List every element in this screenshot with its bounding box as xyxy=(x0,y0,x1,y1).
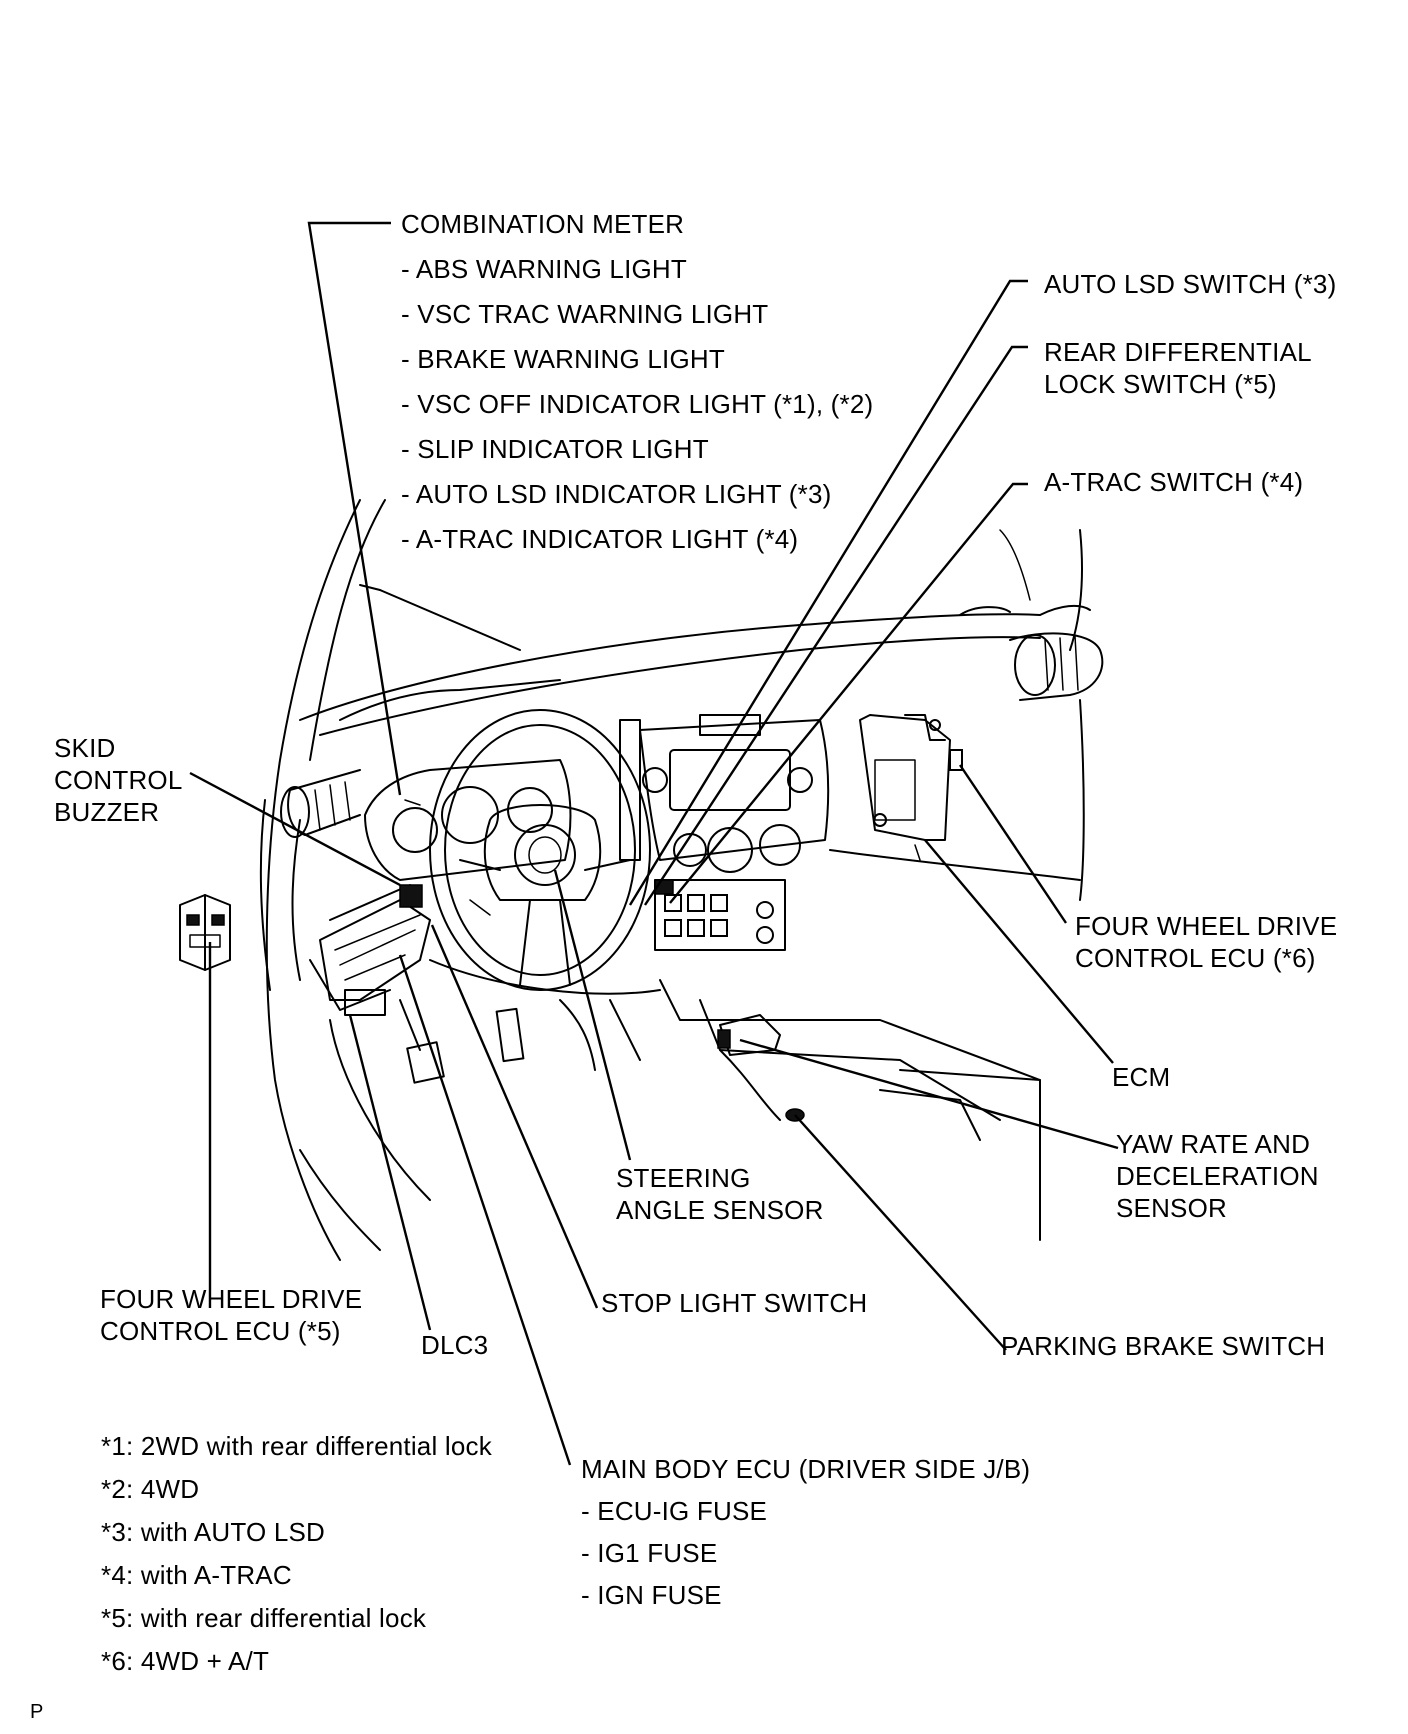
label-line: REAR DIFFERENTIAL xyxy=(1044,337,1312,367)
fwd-ecu-6-label: FOUR WHEEL DRIVE CONTROL ECU (*6) xyxy=(1075,910,1337,974)
stop-light-switch-label: STOP LIGHT SWITCH xyxy=(601,1288,868,1318)
label-line: CONTROL ECU (*5) xyxy=(100,1316,341,1346)
fuse-item: - ECU-IG FUSE xyxy=(581,1496,768,1526)
leader-stop-light-switch xyxy=(430,924,599,1309)
combination-meter-item: - A-TRAC INDICATOR LIGHT (*4) xyxy=(401,524,799,554)
leader-skid-control-buzzer xyxy=(189,771,401,887)
combination-meter-label-block: COMBINATION METER - ABS WARNING LIGHT - … xyxy=(401,208,873,568)
leader-yaw-rate-sensor xyxy=(739,1038,1119,1150)
leader-main-body-ecu xyxy=(398,954,572,1466)
fuse-item: - IGN FUSE xyxy=(581,1580,722,1610)
footnote: *2: 4WD xyxy=(101,1474,200,1504)
page-marker: P xyxy=(30,1701,44,1723)
label-line: DECELERATION xyxy=(1116,1161,1319,1191)
label-line: BUZZER xyxy=(54,797,160,827)
combination-meter-item: - VSC TRAC WARNING LIGHT xyxy=(401,299,769,329)
label-line: CONTROL xyxy=(54,765,183,795)
steering-angle-sensor-label: STEERING ANGLE SENSOR xyxy=(616,1162,824,1226)
leader-dlc3 xyxy=(348,1014,432,1331)
leader-auto-lsd-switch xyxy=(628,279,1028,906)
fwd-ecu-5-label: FOUR WHEEL DRIVE CONTROL ECU (*5) xyxy=(100,1283,362,1347)
combination-meter-item: - VSC OFF INDICATOR LIGHT (*1), (*2) xyxy=(401,389,874,419)
parking-brake-switch-label: PARKING BRAKE SWITCH xyxy=(1001,1331,1326,1361)
main-body-ecu-title: MAIN BODY ECU (DRIVER SIDE J/B) xyxy=(581,1454,1031,1484)
footnotes: *1: 2WD with rear differential lock *2: … xyxy=(101,1430,492,1688)
leader-steering-angle-sensor xyxy=(553,869,632,1161)
leader-parking-brake-switch xyxy=(794,1114,1007,1351)
combination-meter-title: COMBINATION METER xyxy=(401,209,685,239)
leader-rear-diff-lock-switch xyxy=(643,345,1028,906)
combination-meter-item: - AUTO LSD INDICATOR LIGHT (*3) xyxy=(401,479,832,509)
label-line: SKID xyxy=(54,733,116,763)
combination-meter-item: - SLIP INDICATOR LIGHT xyxy=(401,434,709,464)
label-line: FOUR WHEEL DRIVE xyxy=(100,1284,363,1314)
main-body-ecu-label-block: MAIN BODY ECU (DRIVER SIDE J/B) - ECU-IG… xyxy=(581,1453,1030,1621)
combination-meter-item: - BRAKE WARNING LIGHT xyxy=(401,344,725,374)
label-line: STEERING xyxy=(616,1163,751,1193)
label-line: FOUR WHEEL DRIVE xyxy=(1075,911,1338,941)
fuse-item: - IG1 FUSE xyxy=(581,1538,718,1568)
leader-fwd-ecu-6 xyxy=(959,764,1067,924)
label-line: CONTROL ECU (*6) xyxy=(1075,943,1316,973)
footnote: *5: with rear differential lock xyxy=(101,1603,427,1633)
rear-diff-lock-switch-label: REAR DIFFERENTIAL LOCK SWITCH (*5) xyxy=(1044,336,1312,400)
label-line: LOCK SWITCH (*5) xyxy=(1044,369,1277,399)
footnote: *4: with A-TRAC xyxy=(101,1560,292,1590)
label-line: ANGLE SENSOR xyxy=(616,1195,824,1225)
leader-combination-meter xyxy=(307,221,402,796)
atrac-switch-label: A-TRAC SWITCH (*4) xyxy=(1044,467,1304,497)
leader-ecm xyxy=(924,839,1114,1064)
footnote: *3: with AUTO LSD xyxy=(101,1517,326,1547)
label-line: SENSOR xyxy=(1116,1193,1228,1223)
auto-lsd-switch-label: AUTO LSD SWITCH (*3) xyxy=(1044,269,1337,299)
skid-control-buzzer-label: SKID CONTROL BUZZER xyxy=(54,732,183,828)
ecm-label: ECM xyxy=(1112,1062,1171,1092)
label-line: YAW RATE AND xyxy=(1116,1129,1311,1159)
leader-atrac-switch xyxy=(669,482,1028,904)
dlc3-label: DLC3 xyxy=(421,1330,489,1360)
footnote: *6: 4WD + A/T xyxy=(101,1646,270,1676)
footnote: *1: 2WD with rear differential lock xyxy=(101,1431,492,1461)
yaw-rate-sensor-label: YAW RATE AND DECELERATION SENSOR xyxy=(1116,1128,1319,1224)
combination-meter-item: - ABS WARNING LIGHT xyxy=(401,254,687,284)
